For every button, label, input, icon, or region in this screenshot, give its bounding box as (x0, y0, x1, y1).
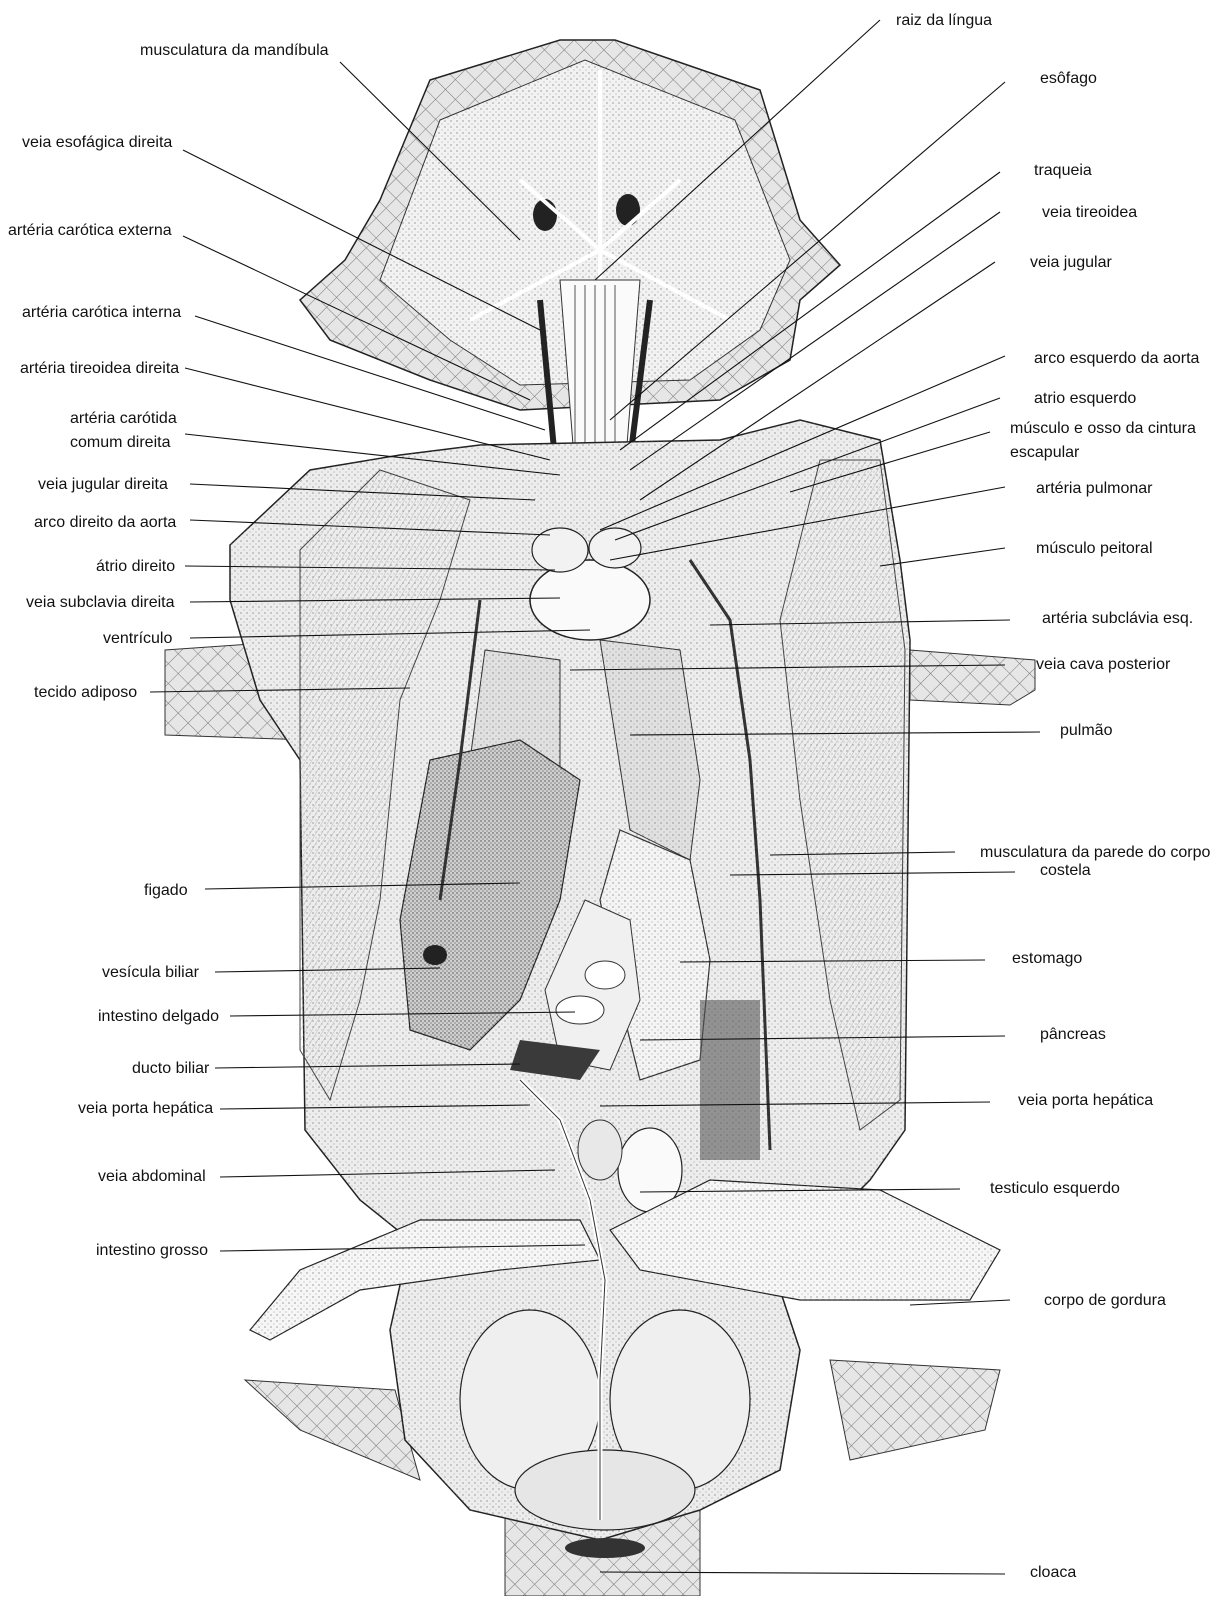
label-esofago: esôfago (1040, 68, 1097, 90)
label-atrio-esquerdo: atrio esquerdo (1034, 388, 1136, 410)
label-veia-jugular: veia jugular (1030, 252, 1112, 274)
label-figado: figado (144, 880, 188, 902)
label-vesicula-biliar: vesícula biliar (102, 962, 199, 984)
label-musculatura-parede: musculatura da parede do corpo (980, 842, 1220, 864)
label-arteria-tireoidea-direita: artéria tireoidea direita (20, 358, 179, 380)
label-arteria-carotida-comum-line1: artéria carótida (70, 408, 177, 430)
label-pulmao: pulmão (1060, 720, 1112, 742)
label-veia-abdominal: veia abdominal (98, 1166, 206, 1188)
label-veia-cava-posterior: veia cava posterior (1036, 654, 1170, 676)
label-musculatura-mandibula: musculatura da mandíbula (140, 40, 329, 62)
label-veia-subclavia-direita: veia subclavia direita (26, 592, 175, 614)
label-corpo-gordura: corpo de gordura (1044, 1290, 1166, 1312)
label-pancreas: pâncreas (1040, 1024, 1106, 1046)
label-arteria-pulmonar: artéria pulmonar (1036, 478, 1153, 500)
label-tecido-adiposo: tecido adiposo (34, 682, 137, 704)
label-ducto-biliar: ducto biliar (132, 1058, 209, 1080)
label-arteria-subclavia-esq: artéria subclávia esq. (1042, 608, 1193, 630)
label-veia-esofagica-direita: veia esofágica direita (22, 132, 172, 154)
label-musculo-peitoral: músculo peitoral (1036, 538, 1153, 560)
label-veia-jugular-direita: veia jugular direita (38, 474, 168, 496)
label-arteria-carotica-interna: artéria carótica interna (22, 302, 181, 324)
head (300, 40, 840, 470)
label-arco-esquerdo-aorta: arco esquerdo da aorta (1034, 348, 1199, 370)
label-musculo-osso-line2: escapular (1010, 442, 1079, 464)
label-atrio-direito: átrio direito (96, 556, 175, 578)
label-testiculo-esquerdo: testiculo esquerdo (990, 1178, 1120, 1200)
label-estomago: estomago (1012, 948, 1082, 970)
label-arteria-carotica-externa: artéria carótica externa (8, 220, 172, 242)
label-arco-direito-aorta: arco direito da aorta (34, 512, 176, 534)
label-cloaca: cloaca (1030, 1562, 1076, 1584)
label-musculo-osso-line1: músculo e osso da cintura (1010, 418, 1196, 440)
label-intestino-delgado: intestino delgado (98, 1006, 219, 1028)
label-veia-porta-hepatica-dir: veia porta hepática (1018, 1090, 1153, 1112)
label-intestino-grosso: intestino grosso (96, 1240, 208, 1262)
label-ventriculo: ventrículo (103, 628, 172, 650)
label-costela: costela (1040, 860, 1091, 882)
label-traqueia: traqueia (1034, 160, 1092, 182)
label-veia-tireoidea: veia tireoidea (1042, 202, 1137, 224)
label-arteria-carotida-comum-line2: comum direita (70, 432, 170, 454)
label-raiz-lingua: raiz da língua (896, 10, 992, 32)
label-veia-porta-hepatica-esq: veia porta hepática (78, 1098, 213, 1120)
